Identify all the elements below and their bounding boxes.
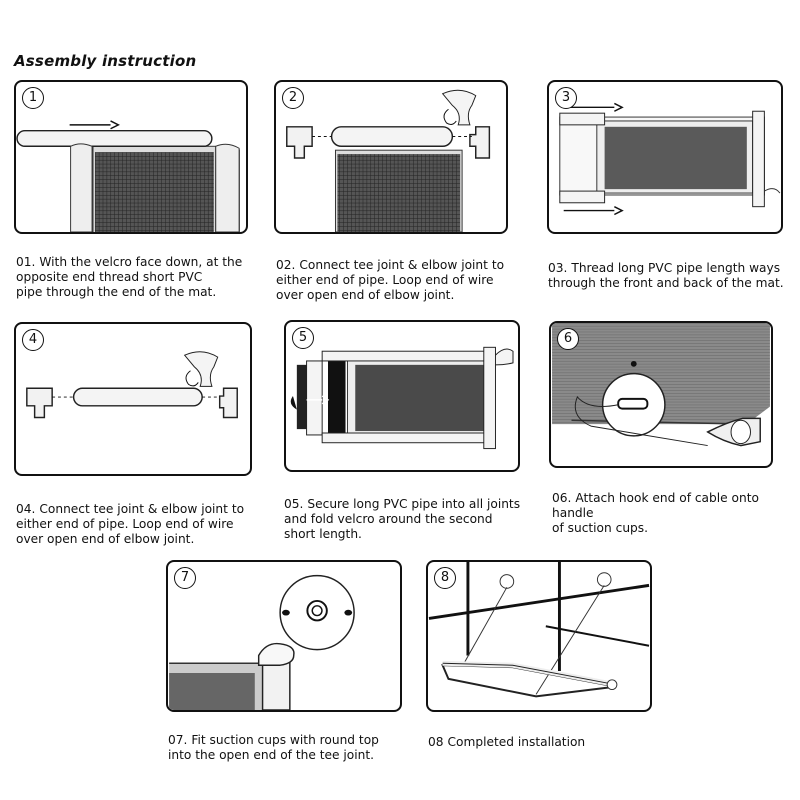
- step-1-illustration: 1: [14, 80, 248, 234]
- page-title: Assembly instruction: [14, 52, 197, 70]
- tee-elbow-long-pipe-diagram: [26, 351, 238, 419]
- completed-installation-diagram: [428, 562, 650, 698]
- step-number-badge: 3: [555, 87, 577, 109]
- step-prefix: 07.: [168, 733, 188, 747]
- step-prefix: 06.: [552, 491, 572, 505]
- step-6-illustration: 6: [549, 321, 773, 468]
- step-text: Connect tee joint & elbow joint to eithe…: [16, 502, 245, 546]
- step-7-illustration: 7: [166, 560, 402, 712]
- step-1-caption: 01.With the velcro face down, at the opp…: [16, 240, 242, 300]
- step-8-illustration: 8: [426, 560, 652, 712]
- step-prefix: 03.: [548, 261, 568, 275]
- step-number-badge: 1: [22, 87, 44, 109]
- step-text: With the velcro face down, at the opposi…: [16, 255, 243, 299]
- step-text: Secure long PVC pipe into all joints and…: [284, 497, 521, 541]
- step-number-badge: 4: [22, 329, 44, 351]
- step-6-caption: 06.Attach hook end of cable onto handle …: [552, 476, 800, 536]
- suction-cup-diagram: [169, 574, 355, 710]
- step-prefix: 02.: [276, 258, 296, 272]
- step-text: Attach hook end of cable onto handle of …: [552, 491, 759, 535]
- step-number-badge: 8: [434, 567, 456, 589]
- step-4-caption: 04.Connect tee joint & elbow joint to ei…: [16, 487, 244, 547]
- step-text: Completed installation: [447, 735, 586, 749]
- velcro-fold-diagram: [290, 346, 514, 450]
- step-2-caption: 02.Connect tee joint & elbow joint to ei…: [276, 243, 504, 303]
- step-prefix: 05.: [284, 497, 304, 511]
- step-5-caption: 05.Secure long PVC pipe into all joints …: [284, 482, 520, 542]
- step-prefix: 08: [428, 735, 444, 749]
- step-text: Connect tee joint & elbow joint to eithe…: [276, 258, 505, 302]
- step-5-illustration: 5: [284, 320, 520, 472]
- step-number-badge: 6: [557, 328, 579, 350]
- step-prefix: 01.: [16, 255, 36, 269]
- step-3-caption: 03.Thread long PVC pipe length ways thro…: [548, 246, 784, 291]
- tee-elbow-diagram: [286, 89, 491, 232]
- step-7-caption: 07.Fit suction cups with round top into …: [168, 718, 379, 763]
- step-prefix: 04.: [16, 502, 36, 516]
- mat-pipe-diagram: [16, 120, 240, 232]
- step-text: Thread long PVC pipe length ways through…: [548, 261, 784, 290]
- long-pipe-diagram: [559, 102, 781, 216]
- step-number-badge: 7: [174, 567, 196, 589]
- step-text: Fit suction cups with round top into the…: [168, 733, 379, 762]
- step-4-illustration: 4: [14, 322, 252, 476]
- step-number-badge: 2: [282, 87, 304, 109]
- hook-cable-diagram: [552, 323, 770, 447]
- step-2-illustration: 2: [274, 80, 508, 234]
- step-3-illustration: 3: [547, 80, 783, 234]
- step-number-badge: 5: [292, 327, 314, 349]
